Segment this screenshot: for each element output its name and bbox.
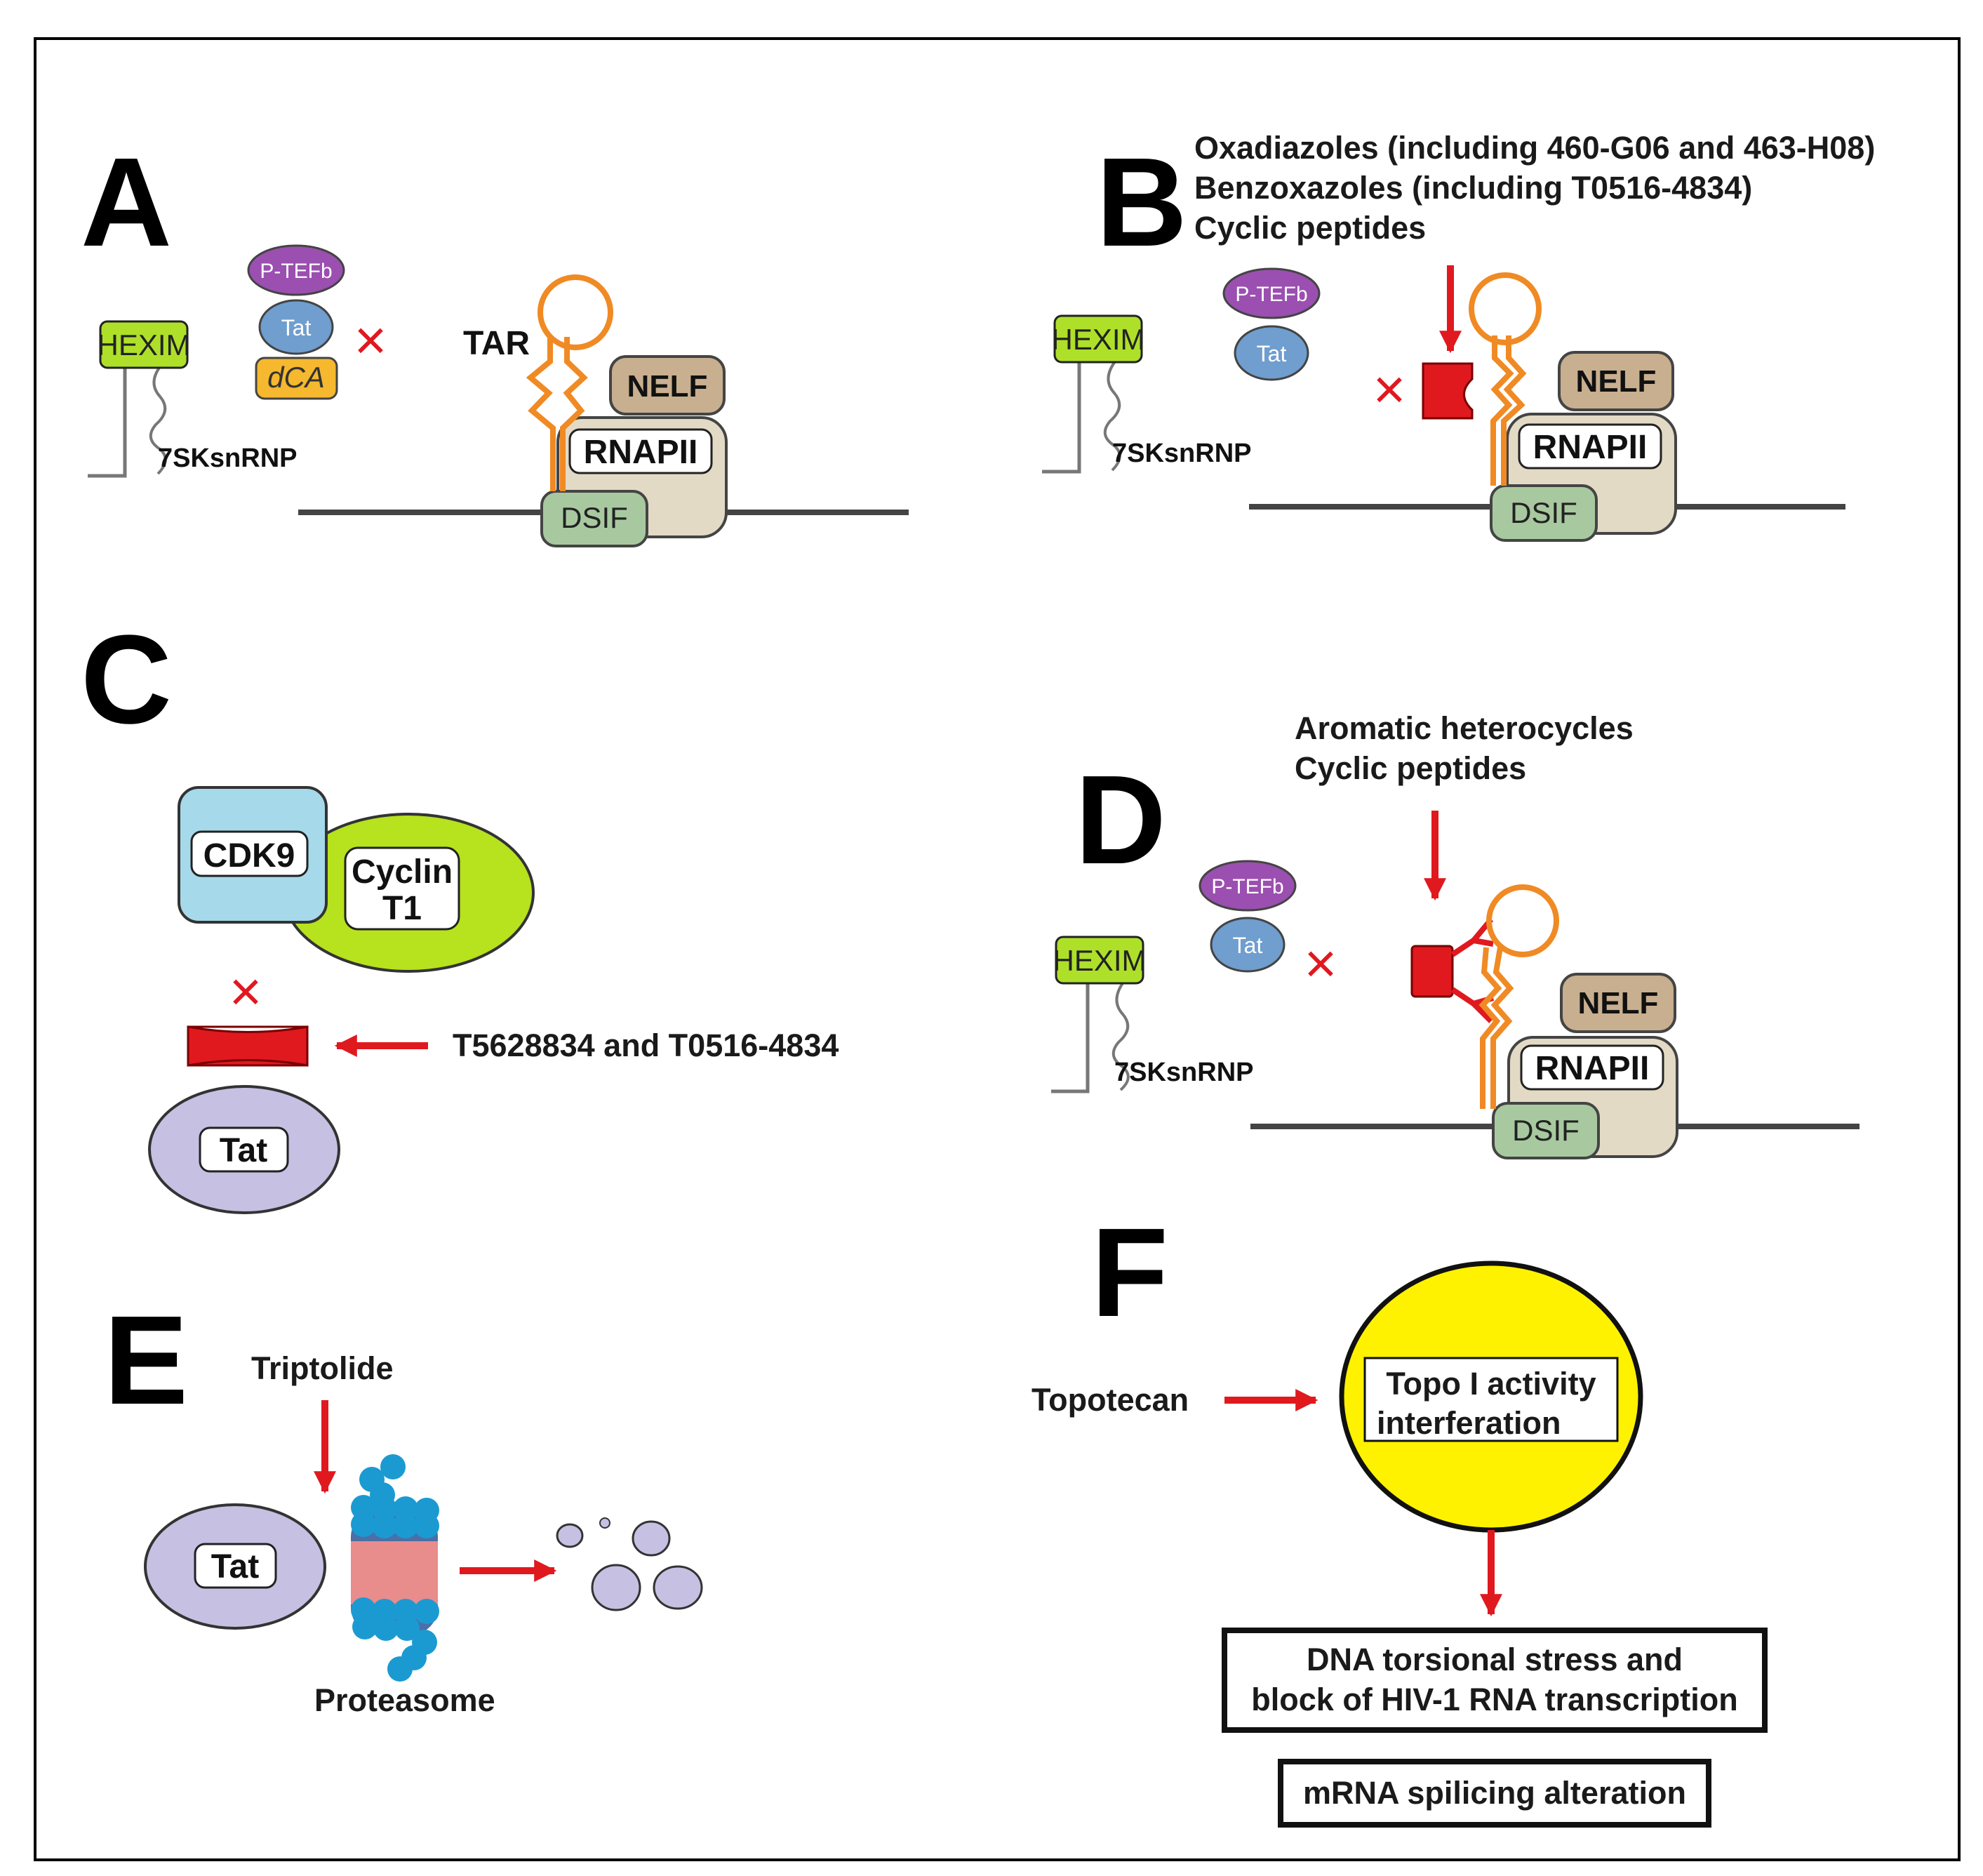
hexim-7sk-complex: HEXIM 7SKsnRNP	[88, 320, 298, 478]
panel-b-compound-2: Benzoxazoles (including T0516-4834)	[1194, 170, 1752, 206]
panel-d-compound-1: Aromatic heterocycles	[1295, 710, 1634, 746]
rnapii-label-box-d	[1520, 1044, 1664, 1091]
panel-d-letter: D	[1075, 750, 1166, 891]
cdk9-label: CDK9	[203, 837, 295, 874]
inhibitor-b	[1422, 362, 1474, 420]
ptefb-tat-dca-complex: P-TEFb Tat dCA	[247, 244, 345, 400]
panel-b-compound-3: Cyclic peptides	[1194, 210, 1426, 246]
tat-fragments	[556, 1517, 703, 1611]
hexim-box-d	[1055, 936, 1144, 985]
ptefb-tat-d: P-TEFb Tat	[1199, 860, 1297, 973]
topo-label-line2: interferation	[1377, 1405, 1561, 1441]
panel-a: A HEXIM 7SKsnRNP P-TEFb Tat dCA × NELF R…	[81, 132, 909, 547]
tat-label-box-e	[194, 1543, 277, 1589]
ptefb-oval-d	[1199, 860, 1297, 912]
panel-f-letter: F	[1091, 1202, 1168, 1343]
tar-rna-a: TAR	[463, 274, 613, 491]
tar-rna-b	[1469, 272, 1542, 486]
tat-oval	[258, 299, 334, 355]
tar-label: TAR	[463, 325, 530, 362]
ptefb-label-d: P-TEFb	[1211, 875, 1283, 898]
dsif-label-b: DSIF	[1510, 496, 1577, 529]
cyclin-label-box	[344, 846, 460, 931]
hexim-label: HEXIM	[97, 328, 190, 361]
hexim-box-b	[1053, 314, 1143, 364]
effect-box-1	[1222, 1628, 1768, 1733]
proteasome	[351, 1454, 439, 1682]
effect-2-label: mRNA spilicing alteration	[1303, 1775, 1686, 1811]
snrnp-label-d: 7SKsnRNP	[1114, 1058, 1254, 1087]
panel-f: F Topotecan Topo I activity interferatio…	[1031, 1202, 1768, 1828]
dsif-box-b	[1490, 484, 1598, 542]
block-mark-a: ×	[354, 309, 387, 371]
ptefb-oval-b	[1222, 267, 1321, 319]
nelf-label-a: NELF	[627, 369, 708, 404]
effect-box-2	[1278, 1759, 1711, 1828]
nelf-box-a	[609, 355, 726, 415]
topo-label-line1: Topo I activity	[1386, 1366, 1596, 1402]
panel-e: E Triptolide Tat	[104, 1290, 703, 1718]
tat-label-box-c	[199, 1126, 289, 1173]
effect-1-line2: block of HIV-1 RNA transcription	[1251, 1682, 1737, 1717]
effect-1-line1: DNA torsional stress and	[1307, 1642, 1683, 1677]
ptefb-oval	[247, 244, 345, 296]
topo-label-box	[1363, 1357, 1619, 1442]
panel-b: B Oxadiazoles (including 460-G06 and 463…	[1042, 130, 1875, 542]
ptefb-label-b: P-TEFb	[1235, 283, 1307, 306]
rnapii-label-box-a	[568, 428, 713, 474]
cyclin-label-line2: T1	[382, 890, 422, 927]
nelf-box-b	[1558, 351, 1674, 411]
cyclin-label-line1: Cyclin	[352, 853, 453, 891]
tat-oval-b	[1234, 325, 1309, 381]
rnapii-label-d: RNAPII	[1535, 1050, 1650, 1087]
hexim-box	[99, 320, 189, 369]
hexim-7sk-complex-d: HEXIM 7SKsnRNP	[1051, 936, 1254, 1093]
panel-a-letter: A	[81, 132, 172, 273]
inhibitor-d	[1410, 917, 1495, 1023]
tat-label-b: Tat	[1257, 341, 1287, 366]
tat-label-c: Tat	[220, 1132, 267, 1169]
dca-label: dCA	[267, 361, 325, 394]
hexim-label-b: HEXIM	[1051, 323, 1144, 356]
dsif-label-a: DSIF	[561, 501, 628, 534]
snrnp-label: 7SKsnRNP	[158, 444, 298, 473]
dsif-box-a	[540, 490, 648, 547]
panel-b-letter: B	[1096, 132, 1187, 273]
tat-label-e: Tat	[211, 1548, 259, 1585]
panel-d: D Aromatic heterocycles Cyclic peptides …	[1051, 710, 1860, 1159]
block-mark-c: ×	[229, 960, 262, 1023]
tat-label-d: Tat	[1233, 933, 1263, 958]
panel-f-drug: Topotecan	[1031, 1382, 1189, 1418]
dsif-box-d	[1492, 1102, 1600, 1159]
dca-box	[255, 357, 338, 400]
rnapii-label-a: RNAPII	[584, 434, 698, 471]
panel-c-letter: C	[81, 609, 172, 750]
snrnp-label-b: 7SKsnRNP	[1112, 439, 1252, 468]
rnapii-label-box-b	[1518, 423, 1662, 470]
block-mark-d: ×	[1304, 932, 1337, 994]
tat-oval-d	[1210, 917, 1286, 973]
panel-c-compounds: T5628834 and T0516-4834	[453, 1027, 839, 1063]
block-mark-b: ×	[1373, 358, 1406, 420]
panel-b-compound-1: Oxadiazoles (including 460-G06 and 463-H…	[1194, 130, 1875, 166]
panel-e-drug: Triptolide	[251, 1350, 394, 1386]
panel-d-compound-2: Cyclic peptides	[1295, 750, 1526, 786]
proteasome-label: Proteasome	[314, 1682, 495, 1718]
nelf-label-b: NELF	[1576, 364, 1657, 399]
panel-c: C CDK9 Cyclin T1 × T5628834 and T0516-48…	[81, 609, 839, 1214]
panel-e-letter: E	[104, 1290, 188, 1431]
tar-rna-d	[1478, 884, 1559, 1109]
rnapii-label-b: RNAPII	[1533, 429, 1648, 466]
hexim-7sk-complex-b: HEXIM 7SKsnRNP	[1042, 314, 1252, 474]
nelf-label-d: NELF	[1578, 986, 1659, 1020]
ptefb-label: P-TEFb	[260, 260, 332, 283]
cdk9-label-box	[190, 830, 309, 877]
dsif-label-d: DSIF	[1512, 1114, 1580, 1147]
tat-label: Tat	[281, 315, 312, 340]
nelf-box-d	[1560, 973, 1676, 1033]
hexim-label-d: HEXIM	[1053, 944, 1146, 977]
ptefb-tat-b: P-TEFb Tat	[1222, 267, 1321, 381]
